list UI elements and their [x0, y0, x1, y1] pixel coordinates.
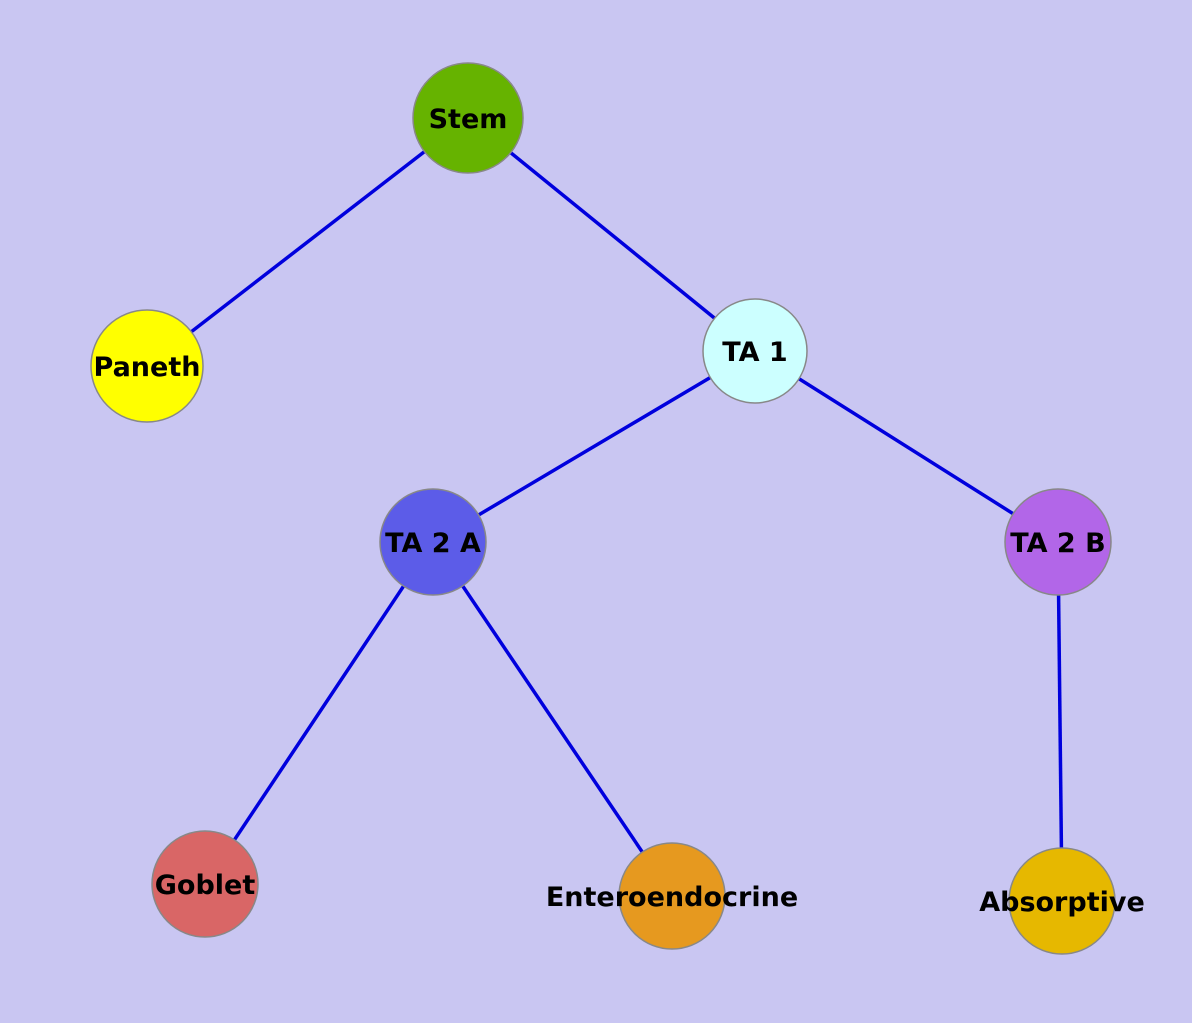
edge-ta-2-b-to-absorptive	[1056, 541, 1064, 902]
node-absorptive[interactable]	[1008, 847, 1116, 955]
edge-ta-1-to-ta-2-b	[754, 349, 1059, 544]
node-ta-1[interactable]	[702, 298, 808, 404]
node-goblet[interactable]	[151, 830, 259, 938]
edge-ta-2-a-to-goblet	[203, 541, 435, 885]
edge-ta-2-a-to-enteroendocrine	[431, 541, 674, 897]
edges-layer	[145, 116, 1064, 902]
node-ta-2-a[interactable]	[379, 488, 487, 596]
node-stem[interactable]	[412, 62, 524, 174]
node-ta-2-b[interactable]	[1004, 488, 1112, 596]
node-paneth[interactable]	[90, 309, 204, 423]
edge-ta-1-to-ta-2-a	[432, 349, 756, 544]
nodes-layer	[90, 62, 1116, 955]
node-enteroendocrine[interactable]	[618, 842, 726, 950]
edge-stem-to-ta-1	[466, 116, 757, 353]
edge-stem-to-paneth	[145, 116, 470, 368]
